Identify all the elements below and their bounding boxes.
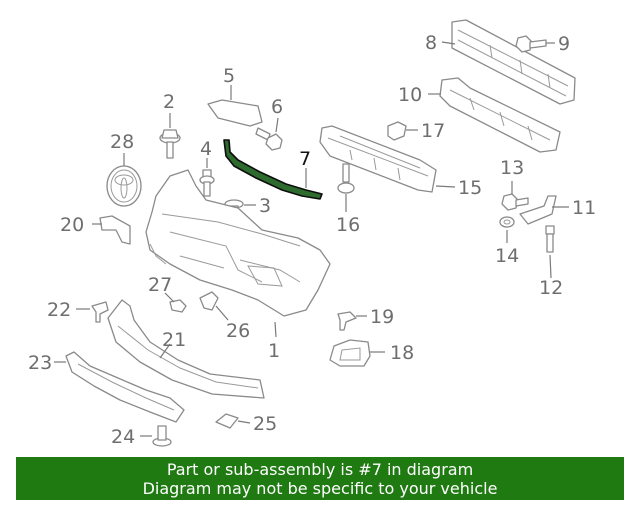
callout-12[interactable]: 12	[539, 277, 563, 299]
callout-9[interactable]: 9	[558, 33, 570, 55]
callout-11[interactable]: 11	[572, 197, 596, 219]
part-17-clip[interactable]	[387, 121, 407, 141]
part-9-bolt[interactable]	[515, 35, 547, 53]
info-banner: Part or sub-assembly is #7 in diagram Di…	[16, 457, 624, 500]
callout-23[interactable]: 23	[28, 352, 52, 374]
leader-lines	[54, 41, 569, 437]
part-19-clip[interactable]	[337, 311, 357, 331]
callout-3[interactable]: 3	[259, 195, 271, 217]
callout-28[interactable]: 28	[110, 131, 134, 153]
part-1-bumper-cover[interactable]	[145, 169, 331, 317]
part-4-bolt[interactable]	[199, 169, 215, 197]
callout-16[interactable]: 16	[336, 214, 360, 236]
callout-17[interactable]: 17	[421, 120, 445, 142]
banner-line-2: Diagram may not be specific to your vehi…	[142, 479, 498, 498]
callout-10[interactable]: 10	[398, 84, 422, 106]
part-28-emblem[interactable]	[106, 165, 142, 207]
callout-7[interactable]: 7	[299, 148, 311, 170]
callout-20[interactable]: 20	[60, 214, 84, 236]
callout-2[interactable]: 2	[163, 91, 175, 113]
part-11-bracket[interactable]	[519, 195, 557, 225]
part-22-clip[interactable]	[91, 301, 109, 323]
part-12-bolt[interactable]	[545, 225, 555, 253]
part-2-bolt[interactable]	[159, 129, 181, 159]
callout-13[interactable]: 13	[500, 157, 524, 179]
part-18-bezel[interactable]	[329, 339, 371, 367]
part-13-bolt[interactable]	[501, 193, 529, 211]
part-25-clip[interactable]	[215, 413, 239, 429]
part-8-reinforcement[interactable]	[451, 19, 576, 105]
part-6-bolt[interactable]	[255, 127, 283, 151]
callout-labels: 1 2 3 4 5 6 7 8 9 10 11 12 13 14 15 16 1…	[28, 32, 596, 448]
callout-26[interactable]: 26	[226, 320, 250, 342]
part-24-clip[interactable]	[152, 425, 172, 447]
callout-24[interactable]: 24	[111, 426, 135, 448]
parts-diagram: 1 2 3 4 5 6 7 8 9 10 11 12 13 14 15 16 1…	[28, 19, 596, 448]
callout-15[interactable]: 15	[458, 177, 482, 199]
part-14-nut[interactable]	[499, 216, 515, 228]
callout-4[interactable]: 4	[200, 138, 212, 160]
part-5-bracket[interactable]	[207, 99, 263, 127]
part-16-bolt[interactable]	[337, 163, 355, 194]
part-10-absorber-bracket[interactable]	[439, 77, 561, 153]
callout-27[interactable]: 27	[148, 274, 172, 296]
part-15-energy-absorber[interactable]	[319, 125, 437, 193]
part-21-lower-spoiler[interactable]	[107, 299, 265, 399]
callout-5[interactable]: 5	[223, 65, 235, 87]
part-27-cap[interactable]	[169, 299, 187, 313]
callout-14[interactable]: 14	[495, 245, 519, 267]
part-20-bracket[interactable]	[99, 215, 131, 245]
callout-25[interactable]: 25	[253, 413, 277, 435]
part-26-cap[interactable]	[199, 291, 219, 311]
callout-8[interactable]: 8	[425, 32, 437, 54]
callout-19[interactable]: 19	[370, 306, 394, 328]
part-7-retainer[interactable]	[223, 139, 323, 200]
callout-22[interactable]: 22	[47, 299, 71, 321]
banner-line-1: Part or sub-assembly is #7 in diagram	[166, 460, 474, 479]
callout-1[interactable]: 1	[268, 340, 280, 362]
callout-21[interactable]: 21	[162, 329, 186, 351]
callout-6[interactable]: 6	[271, 96, 283, 118]
part-23-skid-plate[interactable]	[65, 351, 185, 423]
callout-18[interactable]: 18	[390, 342, 414, 364]
